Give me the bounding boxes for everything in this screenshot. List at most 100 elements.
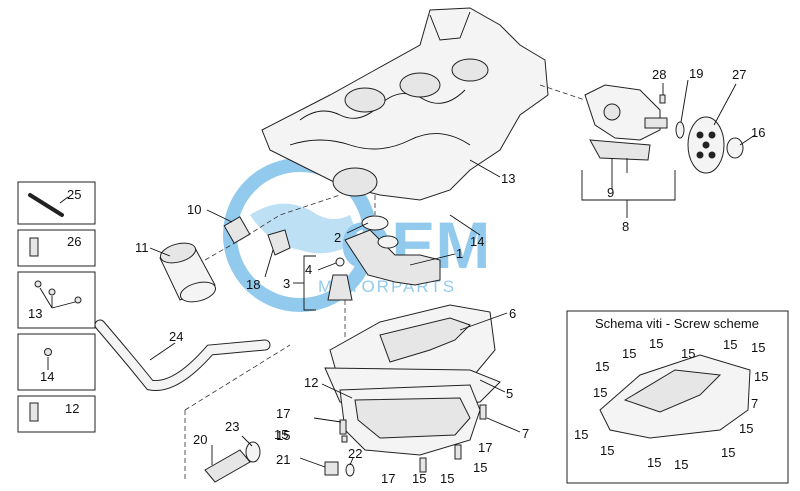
callout-17: 17 (276, 406, 290, 421)
crankcase-bore-3 (451, 58, 489, 82)
crankcase-bore-2 (399, 72, 441, 98)
scheme-15-g: 15 (593, 385, 607, 400)
dash-hose (184, 344, 291, 480)
bolt-25 (28, 193, 64, 217)
legend-box-14 (17, 333, 96, 391)
bracket-8 (581, 170, 676, 201)
scheme-gasket-inner (623, 369, 722, 413)
callout-28: 28 (652, 67, 666, 82)
callout-15: 15 (274, 427, 288, 442)
legend-box-25 (17, 181, 96, 225)
callout-15-c: 15 (473, 460, 487, 475)
scheme-15-h: 15 (754, 369, 768, 384)
legend-box-13 (17, 271, 96, 329)
drain-plug-21 (324, 461, 339, 476)
callout-3: 3 (283, 276, 290, 291)
scheme-15-j: 15 (600, 443, 614, 458)
box-25 (17, 181, 96, 225)
pin-28 (659, 94, 666, 104)
sprocket-hole-5 (702, 141, 710, 149)
hose-24 (95, 320, 270, 391)
callout-20: 20 (193, 432, 207, 447)
oil-pump-gear (603, 103, 621, 121)
bolt-17-c (419, 457, 427, 473)
callout-labels: 1 2 3 4 5 6 7 8 9 10 11 12 13 14 15 16 1… (28, 66, 768, 486)
callout-13-box: 13 (28, 306, 42, 321)
oil-filter-11 (159, 242, 217, 303)
oil-pump-shaft (644, 117, 668, 129)
callout-21: 21 (276, 452, 290, 467)
oil-filter-top (159, 242, 197, 264)
crankcase (261, 7, 549, 201)
bolt-26 (29, 237, 39, 257)
callout-15-b: 15 (412, 471, 426, 486)
o-ring-19 (675, 121, 685, 139)
oil-pump-gasket (589, 139, 651, 161)
box-13 (17, 271, 96, 329)
o-ring-4 (335, 257, 345, 267)
bolt-17-b (454, 444, 462, 460)
bolt-13-b (48, 288, 56, 296)
sump-pan-inner (354, 397, 471, 439)
sensor-18 (267, 229, 291, 256)
scheme-15-i: 15 (574, 427, 588, 442)
bolt-13-a (34, 280, 42, 288)
crankcase-bore-1 (344, 87, 386, 113)
callout-8: 8 (622, 219, 629, 234)
callout-15-d: 15 (440, 471, 454, 486)
sump-cover-rib (379, 317, 471, 363)
callout-17-c: 17 (478, 440, 492, 455)
callout-27: 27 (732, 67, 746, 82)
oil-filter-base (179, 281, 217, 303)
scheme-15-b: 15 (622, 346, 636, 361)
callout-10: 10 (187, 202, 201, 217)
screw-scheme-title: Schema viti - Screw scheme (595, 316, 759, 331)
callout-2: 2 (334, 230, 341, 245)
oil-sump (324, 304, 501, 456)
callout-13: 13 (501, 171, 515, 186)
sprocket-hole-3 (696, 151, 704, 159)
callout-15-a: 15 (276, 428, 290, 443)
washer-22 (345, 463, 355, 477)
washer-15-a (341, 435, 348, 443)
callout-6: 6 (509, 306, 516, 321)
callout-11: 11 (135, 240, 149, 255)
callout-23: 23 (225, 419, 239, 434)
callout-25: 25 (67, 187, 81, 202)
legend-box-26 (17, 229, 96, 267)
callout-24: 24 (169, 329, 183, 344)
callout-16: 16 (751, 125, 765, 140)
callout-22: 22 (348, 446, 362, 461)
nut-14 (44, 348, 52, 356)
bolt-17-a (339, 419, 347, 435)
sprocket-27 (687, 116, 725, 174)
scheme-15-d: 15 (681, 346, 695, 361)
bolt-12 (29, 402, 39, 422)
seal-2 (361, 215, 389, 231)
callout-7: 7 (522, 426, 529, 441)
scheme-15-c: 15 (595, 359, 609, 374)
callout-14-box: 14 (40, 369, 54, 384)
oil-pump-body (584, 84, 661, 141)
bolt-13-c (74, 296, 82, 304)
scheme-15-n: 15 (739, 421, 753, 436)
screw-scheme: Schema viti - Screw scheme (566, 310, 789, 484)
sprocket-hole-4 (708, 151, 716, 159)
bolt-7 (479, 404, 487, 420)
crankcase-cover (332, 167, 378, 197)
scheme-15-m: 15 (721, 445, 735, 460)
o-ring-16 (726, 137, 744, 159)
sprocket-hole-2 (708, 131, 716, 139)
fitting-20 (204, 449, 251, 483)
crankcase-detail-2 (289, 133, 471, 150)
crankcase-detail-3 (429, 11, 471, 41)
callout-1: 1 (456, 246, 463, 261)
scheme-15-e: 15 (723, 337, 737, 352)
plug-3 (327, 274, 353, 301)
scheme-15-k: 15 (647, 455, 661, 470)
scheme-15-l: 15 (674, 457, 688, 472)
o-ring-23 (245, 441, 261, 463)
scheme-7: 7 (751, 396, 758, 411)
callout-18: 18 (246, 277, 260, 292)
